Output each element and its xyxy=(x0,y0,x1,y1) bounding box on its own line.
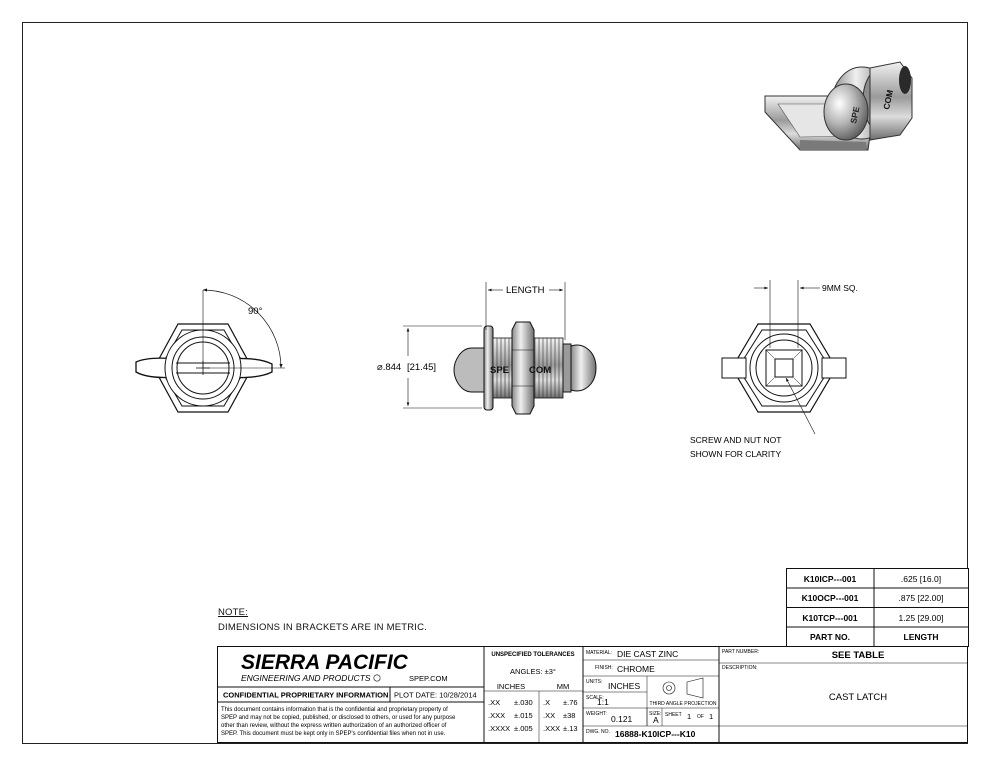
third-angle-projection-icon xyxy=(662,677,704,699)
part-number-label: PART NUMBER: xyxy=(722,649,759,655)
tol-row-3-mm-fmt: .XXX xyxy=(543,724,560,733)
part-row-3-length: 1.25 [29.00] xyxy=(899,613,944,623)
side-view xyxy=(453,321,597,415)
tol-row-3-in-fmt: .XXXX xyxy=(488,724,510,733)
tol-row-1-mm-tol: ±.76 xyxy=(563,698,578,707)
confidential-label: CONFIDENTIAL PROPRIETARY INFORMATION xyxy=(223,691,388,700)
scale-label: SCALE: xyxy=(586,695,604,701)
scale-value: 1:1 xyxy=(597,697,609,707)
part-table-header-length: LENGTH xyxy=(904,632,939,642)
dwg-label: DWG. NO. xyxy=(586,729,610,735)
weight-value: 0.121 xyxy=(611,714,633,724)
sheet-number: 1 xyxy=(687,712,691,721)
iso-embossed-text: SPE xyxy=(848,105,861,124)
length-label: LENGTH xyxy=(506,285,545,296)
sheet-of-label: OF xyxy=(697,714,704,720)
part-row-1-part: K10ICP---001 xyxy=(804,574,857,584)
tolerances-angles: ANGLES: ±3° xyxy=(510,667,556,676)
diameter-metric-label: [21.45] xyxy=(407,362,436,373)
note-heading: NOTE: xyxy=(218,607,249,618)
rear-view xyxy=(721,280,847,435)
units-value: INCHES xyxy=(608,681,640,691)
note-line-1: DIMENSIONS IN BRACKETS ARE IN METRIC. xyxy=(218,622,428,633)
iso-embossed-text-right: COM xyxy=(881,89,895,110)
units-label: UNITS: xyxy=(586,679,602,685)
length-dimension xyxy=(485,282,566,340)
screw-note-line2: SHOWN FOR CLARITY xyxy=(690,449,781,459)
company-sub: ENGINEERING AND PRODUCTS xyxy=(241,673,371,683)
part-row-2-length: .875 [22.00] xyxy=(899,593,944,603)
tol-row-1-mm-fmt: .X xyxy=(543,698,550,707)
diameter-label: ⌀.844 xyxy=(377,362,401,373)
description-value: CAST LATCH xyxy=(829,692,887,703)
tol-row-2-mm-fmt: .XX xyxy=(543,711,555,720)
tol-row-2-mm-tol: ±38 xyxy=(563,711,575,720)
part-table-header-part: PART NO. xyxy=(810,632,850,642)
finish-value: CHROME xyxy=(617,664,655,674)
description-label: DESCRIPTION: xyxy=(722,665,758,671)
material-label: MATERIAL: xyxy=(586,650,612,656)
finish-label: FINISH: xyxy=(595,665,613,671)
tol-col-inches: INCHES xyxy=(497,682,525,691)
embossed-text-right: COM xyxy=(529,365,551,376)
legal-line-3: other than review, without the express w… xyxy=(221,723,447,729)
plot-date: PLOT DATE: 10/28/2014 xyxy=(394,691,477,700)
tol-row-3-mm-tol: ±.13 xyxy=(563,724,578,733)
sheet-label: SHEET xyxy=(665,712,682,718)
embossed-text-left: SPE xyxy=(490,365,509,376)
tolerances-title: UNSPECIFIED TOLERANCES xyxy=(491,652,574,658)
part-row-3-part: K10TCP---001 xyxy=(802,613,858,623)
legal-line-1: This document contains information that … xyxy=(221,707,448,713)
title-block: SIERRA PACIFIC ENGINEERING AND PRODUCTS … xyxy=(217,646,968,743)
tol-row-2-in-fmt: .XXX xyxy=(488,711,505,720)
size-value: A xyxy=(653,715,659,725)
dwg-number: 16888-K10ICP---K10 xyxy=(615,729,696,739)
size-label: SIZE: xyxy=(649,711,662,717)
company-website: SPEP.COM xyxy=(409,674,448,683)
tol-row-1-in-fmt: .XX xyxy=(488,698,500,707)
drawing-border xyxy=(22,22,968,744)
tol-row-1-in-tol: ±.030 xyxy=(514,698,533,707)
square-label: 9MM SQ. xyxy=(822,283,858,293)
tol-row-2-in-tol: ±.015 xyxy=(514,711,533,720)
company-name: SIERRA PACIFIC xyxy=(241,651,409,674)
front-view xyxy=(135,288,285,413)
part-row-2-part: K10OCP---001 xyxy=(802,593,859,603)
legal-line-4: SPEP. This document must be kept only in… xyxy=(221,731,446,737)
sheet-total: 1 xyxy=(709,712,713,721)
weight-label: WEIGHT: xyxy=(586,711,607,717)
part-table: K10ICP---001 .625 [16.0] K10OCP---001 .8… xyxy=(786,568,969,647)
screw-note-line1: SCREW AND NUT NOT xyxy=(690,435,781,445)
part-row-1-length: .625 [16.0] xyxy=(901,574,941,584)
angle-dimension: 90° xyxy=(248,306,263,317)
tol-row-3-in-tol: ±.005 xyxy=(514,724,533,733)
legal-line-2: SPEP and may not be copied, published, o… xyxy=(221,715,456,721)
isometric-view: SPE COM xyxy=(764,61,913,151)
material-value: DIE CAST ZINC xyxy=(617,649,678,659)
tol-col-mm: MM xyxy=(557,682,570,691)
projection-label: THIRD ANGLE PROJECTION xyxy=(650,701,717,707)
part-number-value: SEE TABLE xyxy=(832,650,885,661)
diameter-dimension xyxy=(403,325,482,409)
